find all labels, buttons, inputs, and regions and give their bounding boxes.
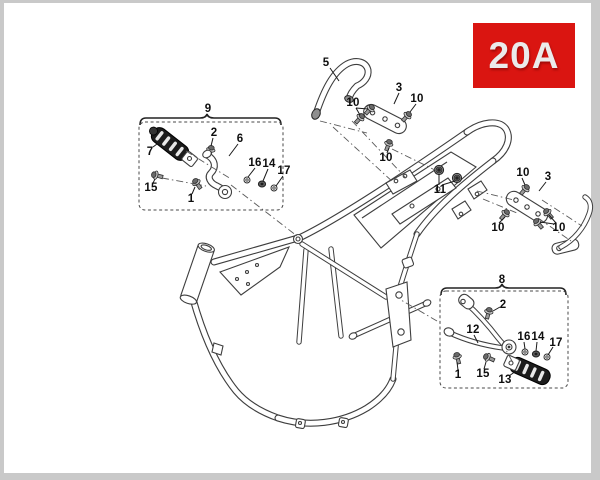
washer-part — [543, 353, 551, 361]
detail-box-9 — [138, 113, 284, 211]
part-3-bracket-right — [505, 190, 549, 224]
grab-rail-and-bracket-group — [311, 62, 414, 153]
page-badge: 20A — [473, 23, 575, 88]
part-6-bracket — [202, 149, 233, 200]
bolt-part — [150, 169, 165, 182]
part-4-footrest-bar — [551, 197, 590, 255]
nut-part — [531, 350, 541, 358]
steering-head — [179, 242, 215, 305]
nut-part — [257, 180, 267, 188]
assembly-center-lines — [161, 120, 583, 362]
label-leader-lines — [152, 67, 557, 377]
right-bracket-group — [433, 164, 590, 255]
bolt-part — [481, 351, 497, 365]
bolt-part — [497, 207, 512, 223]
part-12-footrest-bar — [443, 293, 517, 355]
motorcycle-frame-drawing — [179, 123, 508, 430]
washer-part — [521, 348, 529, 356]
washer-part — [243, 176, 251, 184]
detail-box-8 — [439, 283, 569, 389]
